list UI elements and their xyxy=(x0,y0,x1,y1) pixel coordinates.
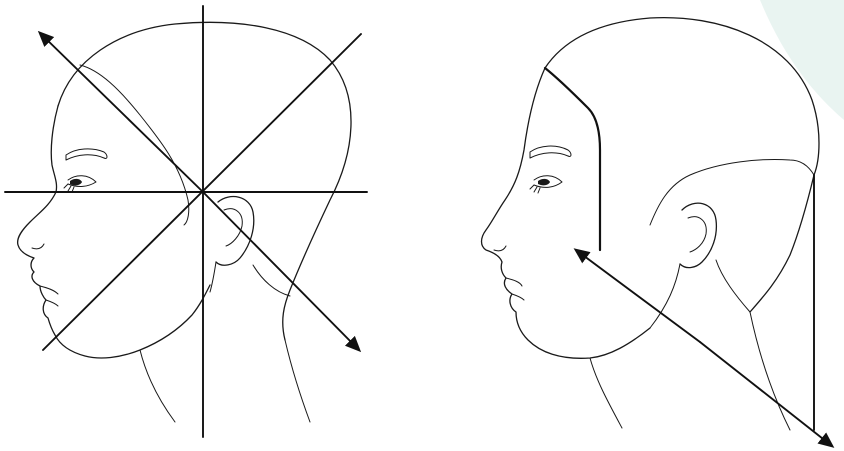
right-nostril xyxy=(494,246,506,251)
right-face-profile xyxy=(482,68,651,358)
left-eye-pupil xyxy=(70,179,82,185)
left-jaw xyxy=(210,262,216,292)
right-eyebrow xyxy=(530,146,571,158)
right-diagonal-arrow-down xyxy=(700,342,832,446)
left-nape xyxy=(253,265,290,296)
left-diagonal-arrow-up xyxy=(40,33,203,192)
right-eye-pupil xyxy=(538,179,550,185)
left-neck-back xyxy=(285,340,310,422)
right-lips xyxy=(506,278,524,300)
right-diagonal-arrow-up xyxy=(576,250,700,342)
left-diagonal-arrow-down xyxy=(203,192,359,350)
left-face-profile xyxy=(18,106,210,358)
right-head-outline xyxy=(545,18,819,312)
corner-tint-shape xyxy=(760,0,844,120)
right-ear-inner xyxy=(688,217,706,252)
right-hair-back xyxy=(650,160,814,225)
right-front-hairline-guide xyxy=(545,68,600,250)
left-nostril xyxy=(32,244,44,249)
right-neck-back xyxy=(750,312,790,430)
left-head-panel xyxy=(5,6,367,437)
right-neck-front xyxy=(590,358,622,428)
right-head-panel xyxy=(482,18,833,446)
left-ear xyxy=(216,197,254,266)
left-ear-inner xyxy=(224,209,242,246)
right-nape xyxy=(716,260,750,312)
right-ear xyxy=(680,203,716,267)
left-neck-front xyxy=(140,350,175,422)
right-jaw xyxy=(650,264,680,328)
left-eyebrow xyxy=(66,149,107,160)
